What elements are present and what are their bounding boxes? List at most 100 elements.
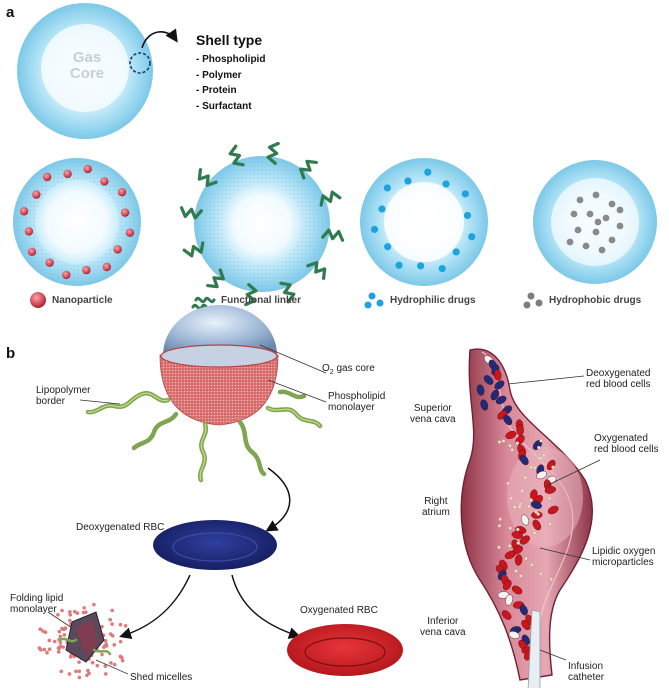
oxygen-microparticle bbox=[529, 563, 534, 567]
oxygen-microparticle bbox=[509, 496, 513, 501]
oxygen-microparticle bbox=[516, 527, 520, 532]
hydrophobic-drug bbox=[574, 226, 582, 234]
hydrophilic-drug bbox=[438, 264, 446, 273]
blood-cell bbox=[495, 395, 507, 405]
hydrophilic-drug bbox=[442, 180, 450, 188]
shed-micelle bbox=[118, 639, 123, 644]
shell-type-title: Shell type bbox=[196, 32, 263, 48]
shed-micelle bbox=[90, 660, 95, 665]
shed-micelles-cluster bbox=[37, 602, 129, 680]
oxygen-microparticle bbox=[534, 510, 538, 514]
nanoparticle bbox=[113, 245, 122, 254]
oxygen-microparticle bbox=[527, 504, 531, 509]
shed-micelle bbox=[120, 658, 125, 663]
oxygen-microparticle bbox=[532, 531, 537, 535]
functional-linker bbox=[266, 141, 280, 165]
gas-core-label: Gas Core bbox=[69, 49, 105, 82]
shed-micelle bbox=[100, 652, 104, 657]
infusion-catheter-label: Infusion catheter bbox=[568, 661, 605, 683]
hydrophilic-drug bbox=[452, 248, 460, 256]
shell-item: - Phospholipid bbox=[196, 54, 266, 65]
hydrophobic-drug bbox=[616, 206, 624, 214]
shed-micelle bbox=[74, 669, 78, 674]
shell-item: - Polymer bbox=[196, 69, 242, 81]
oxygen-microparticle bbox=[497, 524, 502, 528]
hydrophilic-drug bbox=[395, 261, 403, 269]
nanoparticle bbox=[100, 177, 109, 186]
hydrophilic-drug bbox=[370, 225, 379, 234]
oxygen-microparticle bbox=[508, 526, 512, 531]
blood-cell bbox=[476, 384, 485, 396]
blood-cell bbox=[511, 585, 523, 595]
panel-b-label: b bbox=[6, 345, 16, 362]
oxygen-microparticle bbox=[529, 465, 533, 469]
hydrophobic-drug bbox=[592, 228, 600, 236]
hydrophobic-drug bbox=[566, 238, 574, 246]
oxygen-microparticle bbox=[523, 475, 528, 480]
hydrophobic-drug-bubble bbox=[533, 160, 657, 284]
nanoparticle bbox=[45, 258, 54, 267]
panel-a-label: a bbox=[6, 4, 15, 21]
shed-micelle bbox=[118, 654, 123, 659]
functional-linker-bubble bbox=[179, 141, 345, 307]
shed-micelle bbox=[59, 669, 64, 674]
deoxygenated-rbc bbox=[153, 520, 277, 570]
blood-cell bbox=[501, 610, 512, 620]
hydrophobic-drug bbox=[576, 196, 584, 204]
functional-linker bbox=[182, 241, 205, 258]
nanoparticle bbox=[83, 164, 92, 174]
hydrophobic-drug bbox=[594, 218, 602, 226]
shed-micelle bbox=[57, 629, 62, 634]
oxygen-microparticle bbox=[551, 465, 555, 469]
shed-micelle bbox=[110, 608, 115, 613]
shell-arrow bbox=[141, 28, 178, 49]
shed-micelle bbox=[104, 672, 108, 676]
shed-micelle bbox=[61, 645, 66, 649]
oxygen-microparticle bbox=[524, 556, 528, 561]
shell-item: - Surfactant bbox=[196, 100, 252, 112]
blood-cell bbox=[521, 619, 531, 631]
deoxygenated-cells-label: Deoxygenated red blood cells bbox=[586, 368, 651, 390]
shed-micelle bbox=[110, 622, 114, 626]
blood-cell bbox=[483, 375, 494, 385]
shed-micelle bbox=[104, 642, 109, 647]
nanoparticle bbox=[117, 187, 127, 197]
lipidic-microparticles-label: Lipidic oxygen microparticles bbox=[592, 546, 656, 568]
blood-cell bbox=[516, 424, 524, 436]
arrow-to-oxygenated-rbc bbox=[231, 574, 301, 639]
hydrophilic-drug bbox=[417, 262, 425, 270]
blood-cell bbox=[505, 594, 513, 606]
shed-micelle bbox=[68, 655, 73, 659]
hydrophobic-drug bbox=[592, 191, 600, 199]
shed-micelle bbox=[108, 617, 112, 622]
nanoparticle bbox=[32, 190, 41, 199]
hydrophobic-drug bbox=[570, 210, 578, 218]
shed-micelle bbox=[47, 647, 52, 652]
shed-micelle bbox=[42, 647, 47, 652]
shed-micelles-label: Shed micelles bbox=[130, 672, 193, 683]
legend-linker-label: Functional linker bbox=[221, 295, 302, 306]
oxygen-microparticle bbox=[508, 444, 512, 448]
hydrophobic-drug bbox=[616, 222, 624, 230]
folding-lipid-label: Folding lipid monolayer bbox=[10, 593, 64, 615]
phospholipid-monolayer-label: Phospholipid monolayer bbox=[328, 391, 386, 413]
oxygen-microparticle bbox=[501, 439, 506, 443]
oxygen-microparticle bbox=[514, 569, 518, 573]
nanoparticle-bubble bbox=[13, 158, 141, 286]
shed-micelle bbox=[77, 675, 82, 680]
shed-micelle bbox=[58, 644, 63, 649]
shed-micelle bbox=[41, 629, 45, 633]
right-atrium-label: Right atrium bbox=[422, 496, 450, 518]
hydrophilic-drug bbox=[383, 184, 391, 192]
shed-micelle bbox=[58, 640, 63, 645]
oxygen-microparticle bbox=[498, 517, 503, 521]
shed-micelle bbox=[103, 639, 108, 643]
hydrophilic-drug bbox=[378, 205, 386, 213]
nanoparticle bbox=[27, 247, 37, 257]
blood-cell bbox=[503, 414, 513, 426]
blood-cell bbox=[508, 631, 520, 639]
oxygen-microparticle bbox=[539, 438, 543, 443]
hydrophilic-drug bbox=[424, 168, 432, 176]
oxygen-microparticle bbox=[506, 481, 510, 486]
